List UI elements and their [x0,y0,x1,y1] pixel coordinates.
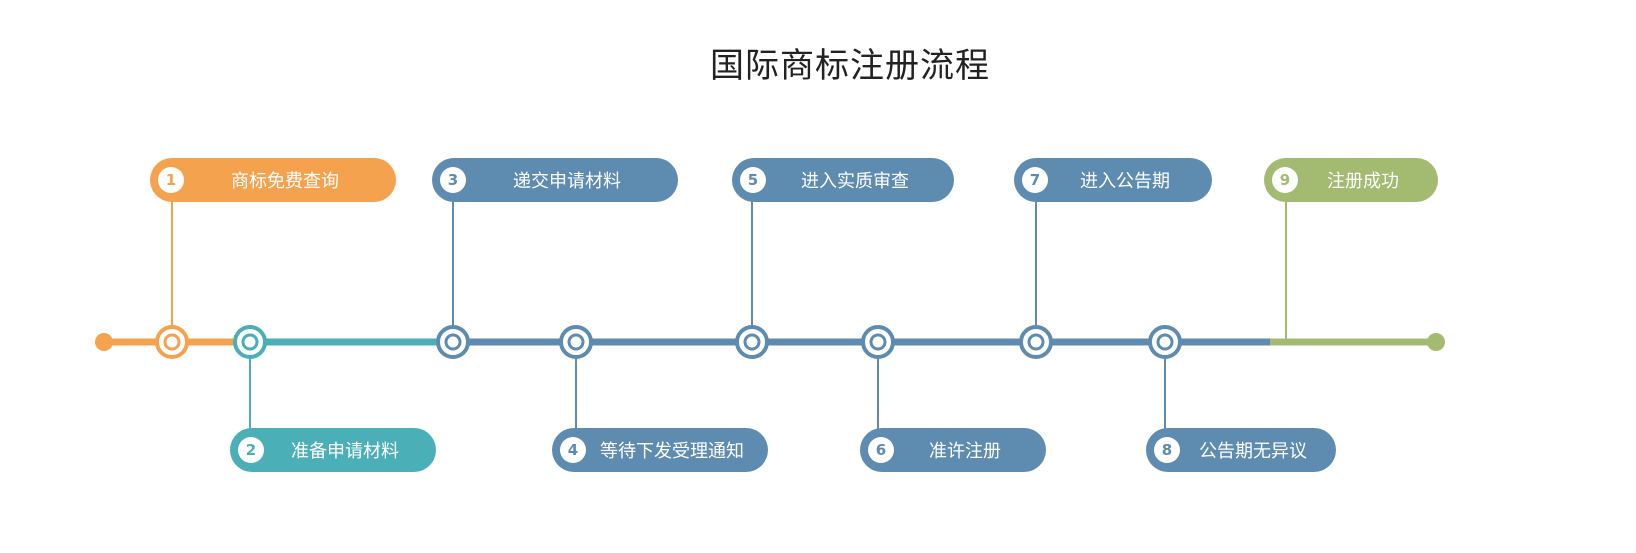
step-3-pill: 3 递交申请材料 [432,158,678,202]
step-2-pill: 2 准备申请材料 [230,428,436,472]
step-5-pill: 5 进入实质审查 [732,158,954,202]
step-label: 进入实质审查 [801,171,909,192]
timeline-end-dot [1427,333,1445,351]
step-label: 注册成功 [1327,171,1399,192]
step-number-badge: 9 [1272,167,1298,193]
step-number-badge: 7 [1022,167,1048,193]
step-number-badge: 3 [440,167,466,193]
step-number-badge: 8 [1154,437,1180,463]
step-7-pill: 7 进入公告期 [1014,158,1212,202]
step-4-pill: 4 等待下发受理通知 [552,428,768,472]
node-core-step-1 [163,333,181,351]
step-label: 递交申请材料 [513,171,621,192]
step-number-badge: 6 [868,437,894,463]
step-8-pill: 8 公告期无异议 [1146,428,1336,472]
step-label: 进入公告期 [1080,171,1170,192]
node-core-step-7 [1027,333,1045,351]
step-9-pill: 9 注册成功 [1264,158,1438,202]
step-label: 等待下发受理通知 [600,441,744,462]
node-core-step-6 [869,333,887,351]
node-core-step-2 [241,333,259,351]
step-label: 准许注册 [929,441,1001,462]
step-number-badge: 2 [238,437,264,463]
step-number-badge: 4 [560,437,586,463]
step-1-pill: 1 商标免费查询 [150,158,396,202]
step-number-badge: 5 [740,167,766,193]
step-number-badge: 1 [158,167,184,193]
node-core-step-5 [743,333,761,351]
node-core-step-8 [1156,333,1174,351]
step-label: 商标免费查询 [231,171,339,192]
node-core-step-3 [444,333,462,351]
step-label: 公告期无异议 [1199,441,1307,462]
timeline-start-dot [95,333,113,351]
step-6-pill: 6 准许注册 [860,428,1046,472]
step-label: 准备申请材料 [291,441,399,462]
page-title: 国际商标注册流程 [710,46,990,86]
node-core-step-4 [567,333,585,351]
